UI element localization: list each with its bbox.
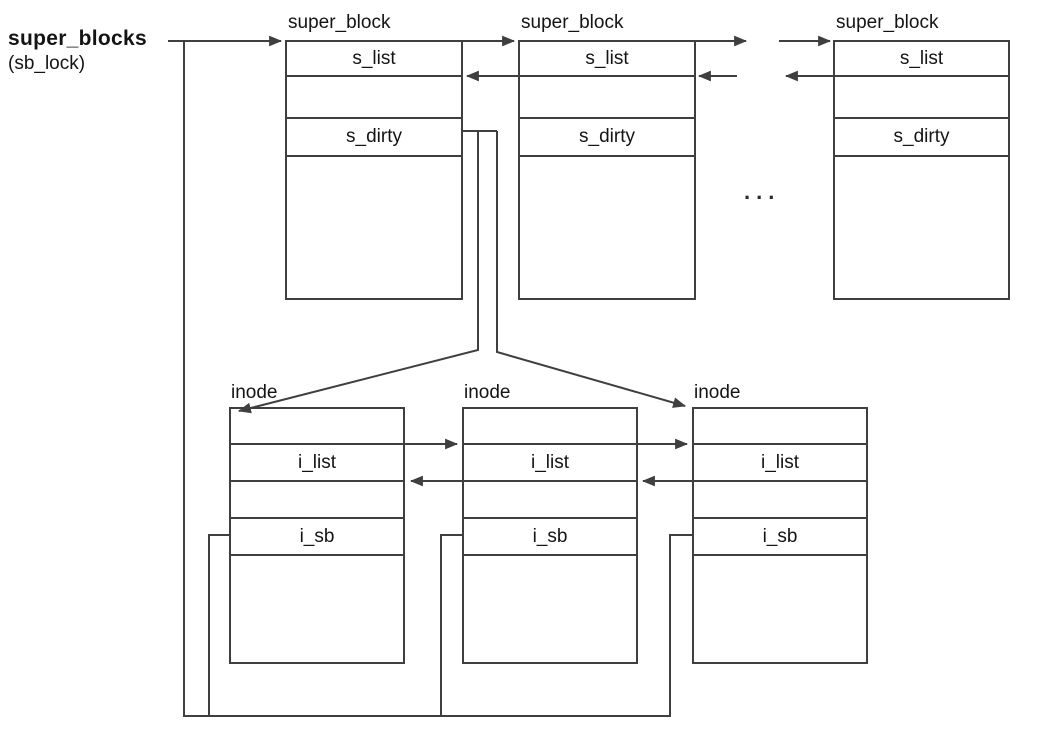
empty-row	[464, 409, 636, 445]
field-i-list: i_list	[694, 445, 866, 482]
empty-row	[464, 482, 636, 519]
empty-row	[694, 409, 866, 445]
field-i-sb: i_sb	[231, 519, 403, 556]
i-sb-return-line-2	[440, 534, 463, 716]
list-head-lock-label: (sb_lock)	[8, 53, 86, 74]
super-block-3-title: super_block	[836, 12, 939, 33]
empty-row	[835, 157, 1008, 298]
field-s-dirty: s_dirty	[835, 119, 1008, 157]
inode-1-box: i_list i_sb	[229, 407, 405, 664]
field-s-dirty: s_dirty	[287, 119, 461, 157]
field-s-list: s_list	[287, 42, 461, 77]
i-sb-return-line-1	[208, 534, 231, 716]
i-sb-return-line-3	[669, 534, 693, 716]
empty-row	[520, 77, 694, 119]
field-i-sb: i_sb	[464, 519, 636, 556]
list-head-label: super_blocks	[8, 27, 147, 50]
inode-3-box: i_list i_sb	[692, 407, 868, 664]
empty-row	[287, 157, 461, 298]
inode-1-title: inode	[231, 382, 278, 403]
inode-3-title: inode	[694, 382, 741, 403]
field-i-list: i_list	[231, 445, 403, 482]
empty-row	[835, 77, 1008, 119]
inode-2-box: i_list i_sb	[462, 407, 638, 664]
super-block-2-title: super_block	[521, 12, 624, 33]
super-block-1-box: s_list s_dirty	[285, 40, 463, 300]
field-s-dirty: s_dirty	[520, 119, 694, 157]
empty-row	[694, 556, 866, 662]
empty-row	[231, 482, 403, 519]
empty-row	[287, 77, 461, 119]
list-continuation-ellipsis: ...	[744, 179, 781, 204]
super-block-2-box: s_list s_dirty	[518, 40, 696, 300]
inode-2-title: inode	[464, 382, 511, 403]
field-i-sb: i_sb	[694, 519, 866, 556]
empty-row	[231, 409, 403, 445]
empty-row	[520, 157, 694, 298]
field-i-list: i_list	[464, 445, 636, 482]
field-s-list: s_list	[835, 42, 1008, 77]
super-block-1-title: super_block	[288, 12, 391, 33]
empty-row	[231, 556, 403, 662]
empty-row	[464, 556, 636, 662]
field-s-list: s_list	[520, 42, 694, 77]
empty-row	[694, 482, 866, 519]
super-block-3-box: s_list s_dirty	[833, 40, 1010, 300]
